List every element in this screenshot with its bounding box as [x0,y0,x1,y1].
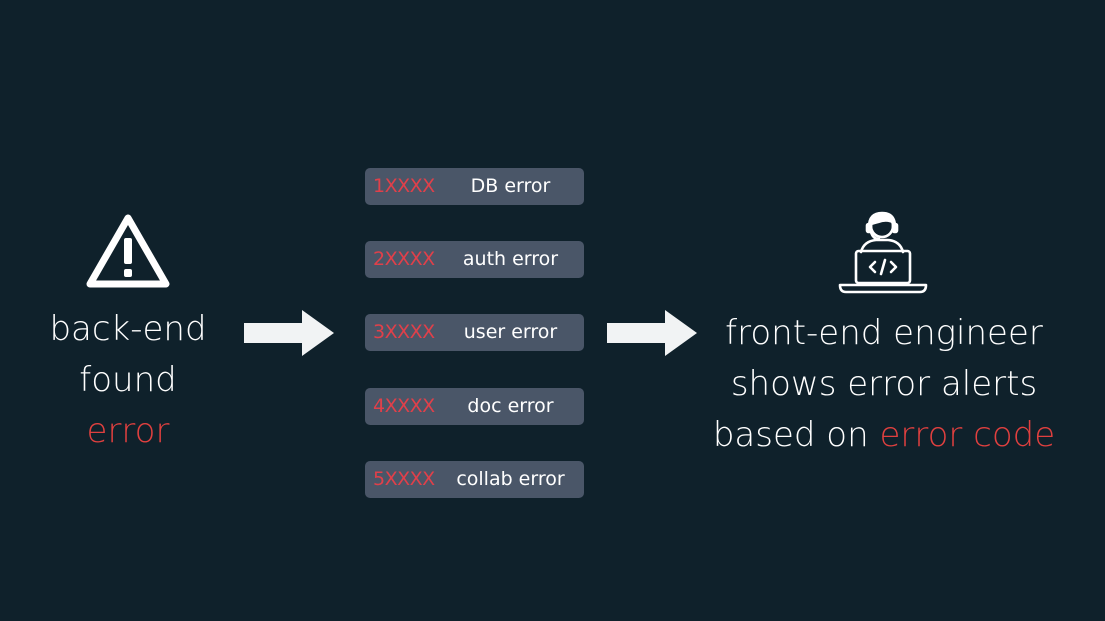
right-line-3-prefix: based on [712,415,880,455]
error-label: DB error [470,175,551,197]
error-code: 5XXXX [373,468,435,490]
error-label: collab error [456,468,565,490]
error-label: doc error [467,395,554,417]
error-code-item: 5XXXX collab error [365,461,584,498]
right-line-1: front-end engineer [725,313,1043,353]
arrow-right-icon [244,310,334,356]
error-code: 2XXXX [373,248,435,270]
error-code-item: 3XXXX user error [365,314,584,351]
error-label: auth error [462,248,559,270]
right-line-3-error-code: error code [879,415,1056,455]
left-line-3-error: error [86,411,170,451]
error-code-item: 4XXXX doc error [365,388,584,425]
error-code-item: 2XXXX auth error [365,241,584,278]
left-line-1: back-end [49,309,207,349]
left-line-2: found [79,360,177,400]
frontend-engineer-text: front-end engineer shows error alerts ba… [700,308,1068,461]
engineer-laptop-icon [838,211,928,294]
error-code-item: 1XXXX DB error [365,168,584,205]
backend-found-error-text: back-end found error [28,304,228,457]
error-code: 4XXXX [373,395,435,417]
error-code: 3XXXX [373,321,435,343]
error-code: 1XXXX [373,175,435,197]
error-label: user error [463,321,558,343]
right-line-3: based on error code [700,410,1068,461]
arrow-right-icon [607,310,697,356]
right-line-2: shows error alerts [730,364,1038,404]
warning-icon [86,214,170,288]
